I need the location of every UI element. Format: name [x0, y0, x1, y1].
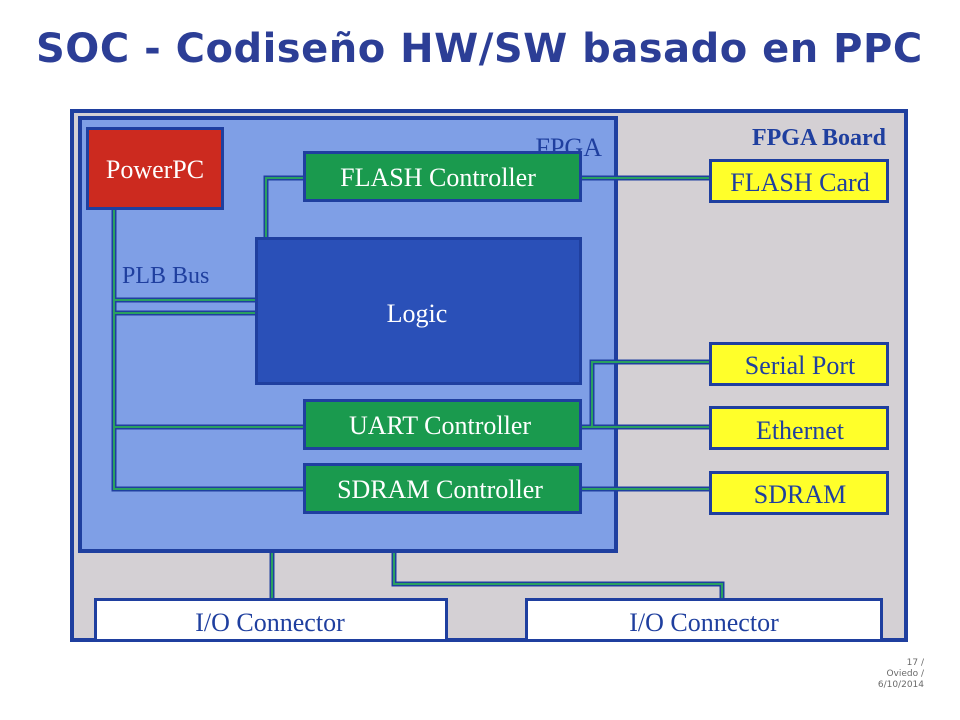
flash-card-block	[709, 159, 889, 203]
serial-port-block	[709, 342, 889, 386]
io-connector-right-block	[525, 598, 883, 642]
io-connector-right-label: I/O Connector	[629, 608, 779, 637]
flash-card-label: FLASH Card	[730, 168, 869, 197]
powerpc-block	[86, 127, 224, 210]
uart-controller-label: UART Controller	[349, 411, 531, 440]
fpga-board-label: FPGA Board	[752, 125, 887, 151]
flash-controller-label: FLASH Controller	[340, 163, 536, 192]
external-wires	[269, 175, 725, 600]
sdram-block	[709, 471, 889, 515]
ethernet-label: Ethernet	[756, 416, 845, 445]
sdram-label: SDRAM	[754, 480, 846, 509]
logic-block	[255, 237, 582, 385]
serial-port-label: Serial Port	[745, 351, 856, 380]
io-connector-left-block	[94, 598, 448, 642]
plb-bus-label: PLB Bus	[122, 263, 209, 289]
flash-controller-block	[303, 151, 582, 202]
slide-title: SOC - Codiseño HW/SW basado en PPC	[36, 26, 923, 72]
footer-page-number: 17 /	[906, 658, 924, 668]
powerpc-label: PowerPC	[106, 155, 204, 184]
footer-location: Oviedo /	[886, 669, 924, 679]
io-connector-left-label: I/O Connector	[195, 608, 345, 637]
slide-footer: 17 / Oviedo / 6/10/2014	[878, 658, 924, 691]
sdram-controller-block	[303, 463, 582, 514]
footer-date: 6/10/2014	[877, 680, 924, 690]
uart-controller-block	[303, 399, 582, 450]
ethernet-block	[709, 406, 889, 450]
sdram-controller-label: SDRAM Controller	[337, 475, 543, 504]
logic-label: Logic	[387, 299, 448, 328]
